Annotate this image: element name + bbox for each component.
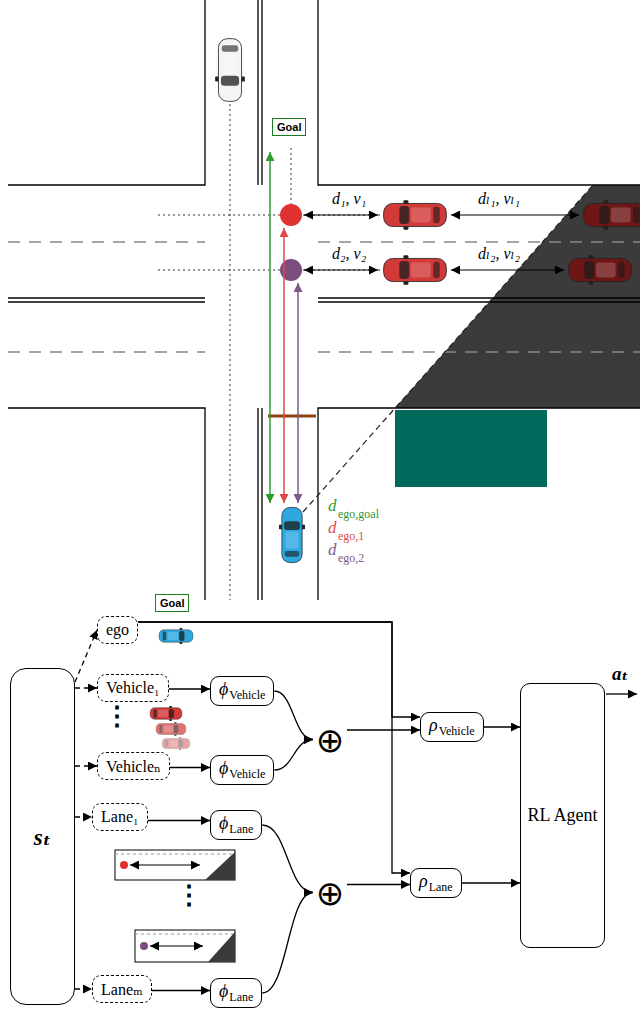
stop-line: [268, 415, 316, 418]
distance-label: d₁, v₁: [332, 190, 366, 208]
node-text: Lane₁: [101, 808, 139, 826]
input-box: ego: [97, 616, 138, 644]
node-text: Vehicle₁: [106, 679, 160, 697]
connector: [138, 622, 420, 717]
distance-subscript: ego,1: [338, 530, 364, 543]
output-arrow: [606, 693, 637, 694]
connector: [484, 726, 520, 727]
node-text: Vehicle: [439, 724, 475, 739]
red-car: [384, 200, 447, 230]
node-text: ϕ: [219, 813, 228, 834]
node-text: Laneₘ: [101, 980, 143, 999]
encoder-box: ϕLane: [210, 810, 262, 840]
connector: [274, 740, 313, 771]
distance-label: d₂, v₂: [332, 245, 366, 263]
sum-symbol: ⊕: [313, 718, 347, 761]
distance-arrow: [297, 283, 299, 503]
connector: [462, 882, 520, 883]
encoder-box: ϕVehicle: [210, 755, 274, 785]
node-text: Vehicle: [229, 767, 265, 782]
distance-subscript: ego,goal: [338, 508, 379, 521]
input-box: Lane₁: [92, 803, 148, 831]
node-text: Vehicle: [229, 688, 265, 703]
red-car: [384, 255, 447, 285]
distance-label: dₗ₂, vₗ₂: [478, 245, 520, 263]
connector: [262, 825, 313, 893]
sum-symbol: ⊕: [313, 871, 347, 914]
node-text: ϕ: [219, 758, 228, 779]
ellipsis: ⋮: [104, 703, 130, 732]
road-lines: [8, 0, 640, 600]
ego-car: [279, 507, 305, 562]
distance-arrow: [269, 152, 271, 503]
node-text: Goal: [160, 597, 184, 609]
connector: [274, 691, 313, 740]
node-text: ego: [106, 621, 129, 639]
ego-icon: [159, 628, 193, 644]
vehicle-icon: [162, 737, 189, 750]
node-text: sₜ: [34, 823, 51, 851]
node-text: ϕ: [219, 981, 228, 1002]
distance-arrows: [304, 215, 579, 270]
distance-symbol: d: [328, 519, 337, 538]
node-text: ρ: [429, 715, 438, 736]
vehicle-icon: [156, 722, 186, 736]
node-text: ρ: [419, 871, 428, 892]
occluded-car: [569, 255, 632, 285]
node-text: Goal: [277, 121, 301, 133]
node-text: RL Agent: [528, 805, 598, 826]
node-text: ⊕: [316, 723, 345, 757]
conflict-point: [280, 204, 302, 226]
connector: [75, 816, 92, 817]
connector: [170, 767, 210, 768]
connector: [75, 988, 92, 989]
ellipsis: ⋮: [176, 882, 202, 911]
node-text: Vehicleₙ: [106, 757, 161, 776]
encoder-box: ϕVehicle: [210, 676, 274, 706]
connector: [75, 687, 97, 688]
node-text: ⊕: [316, 876, 345, 910]
connector: [75, 630, 97, 682]
distance-symbol: d: [328, 541, 337, 560]
connector: [347, 884, 410, 885]
connector: [262, 893, 313, 994]
connector: [75, 765, 97, 766]
dotted-guides: [158, 104, 385, 600]
decoder-box: ρLane: [410, 868, 462, 898]
input-box: Vehicle₁: [97, 674, 169, 702]
state-box: sₜ: [10, 668, 75, 1005]
connector: [138, 622, 410, 873]
connector: [347, 729, 420, 730]
connector: [169, 688, 210, 689]
sight-line: [303, 185, 593, 512]
vehicle-icon: [150, 706, 182, 721]
decoder-box: ρVehicle: [420, 712, 484, 742]
node-text: ϕ: [219, 679, 228, 700]
node-text: Lane: [229, 990, 253, 1005]
occluded-car: [584, 200, 640, 230]
node-text: Lane: [429, 880, 453, 895]
lane-icon: [135, 930, 235, 962]
distance-symbol: d: [328, 497, 337, 516]
other-car: [215, 39, 245, 102]
input-box: Laneₘ: [92, 975, 152, 1003]
agent-box: RL Agent: [520, 683, 605, 948]
distance-label: dₗ₁, vₗ₁: [478, 190, 520, 208]
encoder-box: ϕLane: [210, 978, 262, 1008]
node-text: Lane: [229, 822, 253, 837]
distance-arrow: [283, 228, 285, 503]
output-label: aₜ: [612, 664, 629, 685]
connector: [152, 990, 210, 991]
lane-icon: [115, 850, 235, 880]
goal-box: Goal: [272, 118, 306, 136]
input-box: Vehicleₙ: [97, 752, 170, 780]
building: [395, 410, 547, 487]
distance-subscript: ego,2: [338, 552, 364, 565]
goal-box: Goal: [155, 594, 189, 612]
connector: [148, 820, 210, 821]
